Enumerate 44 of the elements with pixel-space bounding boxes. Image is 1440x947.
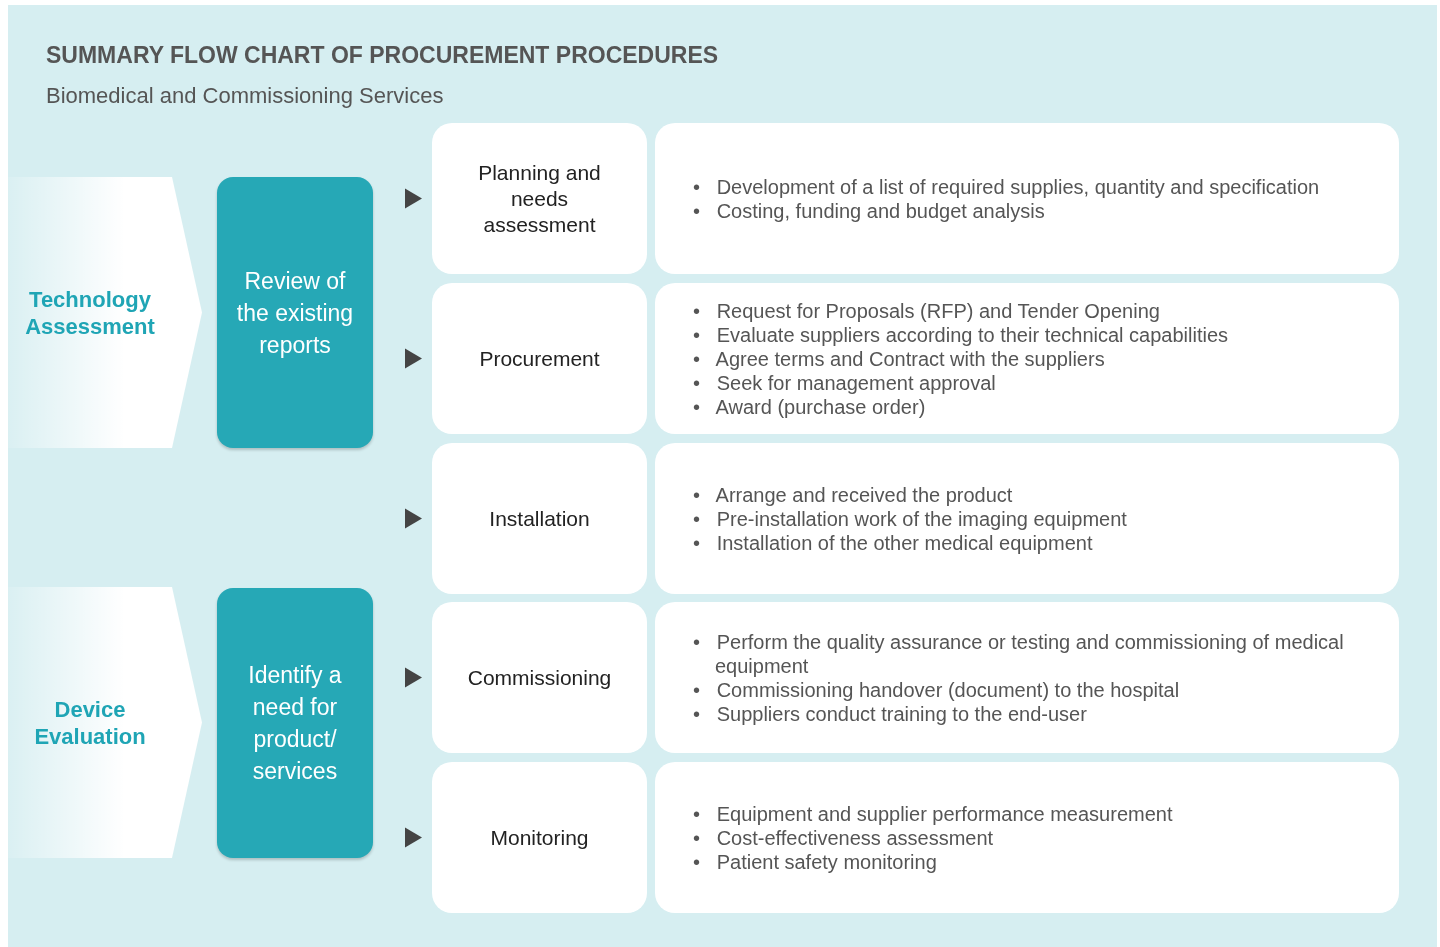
phase-label: Technology Assessment (24, 285, 156, 340)
stage-title: Installation (489, 505, 590, 532)
bullet-item: • Award (purchase order) (693, 394, 927, 419)
arrow (405, 508, 422, 529)
details-card (655, 762, 1399, 913)
bullet-item: • Arrange and received the product (693, 482, 1014, 507)
step-text: Review of the existing reports (235, 266, 355, 360)
bullet-item: • Agree terms and Contract with the suppliers (693, 346, 1106, 371)
arrow (405, 667, 422, 688)
chart-title: SUMMARY FLOW CHART OF PROCUREMENT PROCEDURES (46, 41, 719, 70)
stage-title: Planning and needs assessment (477, 159, 602, 238)
bullet-item: • Installation of the other medical equipment (693, 530, 1094, 555)
stage-box (432, 283, 647, 434)
details-card (655, 602, 1399, 753)
stage-title: Commissioning (467, 664, 612, 691)
bullet-item: • Costing, funding and budget analysis (693, 198, 1046, 223)
bullet-item: • Cost-effectiveness assessment (693, 825, 995, 850)
arrow (405, 188, 422, 209)
phase-label: Device Evaluation (33, 695, 147, 750)
bullet-item: • Pre-installation work of the imaging equipment (693, 506, 1127, 531)
arrow (405, 348, 422, 369)
bullet-item: • Seek for management approval (693, 370, 997, 395)
step-text: Identify a need for product/ services (247, 661, 343, 786)
bullet-item: • Request for Proposals (RFP) and Tender Opening (693, 298, 1161, 323)
bullet-item: • Suppliers conduct training to the end-user (693, 701, 1088, 726)
stage-box (432, 602, 647, 753)
bullet-item: • Development of a list of required supplies, quantity and specification (693, 174, 1320, 199)
bullet-item: • Perform the quality assurance or testing and commissioning of medical equipment (693, 629, 1345, 678)
stage-title: Monitoring (490, 824, 589, 851)
bullet-item: • Evaluate suppliers according to their technical capabilities (693, 322, 1229, 347)
details-card (655, 443, 1399, 594)
bullet-item: • Commissioning handover (document) to the hospital (693, 677, 1181, 702)
stage-title: Procurement (479, 345, 600, 372)
bullet-item: • Patient safety monitoring (693, 849, 938, 874)
bullet-item: • Equipment and supplier performance measurement (693, 801, 1173, 826)
stage-box (432, 762, 647, 913)
step-box (217, 588, 373, 858)
details-card (655, 283, 1399, 434)
stage-box (432, 443, 647, 594)
details-card (655, 123, 1399, 274)
stage-box (432, 123, 647, 274)
subtitle: Biomedical and Commissioning Services (46, 82, 444, 110)
step-box (217, 177, 373, 448)
arrow (405, 827, 422, 848)
